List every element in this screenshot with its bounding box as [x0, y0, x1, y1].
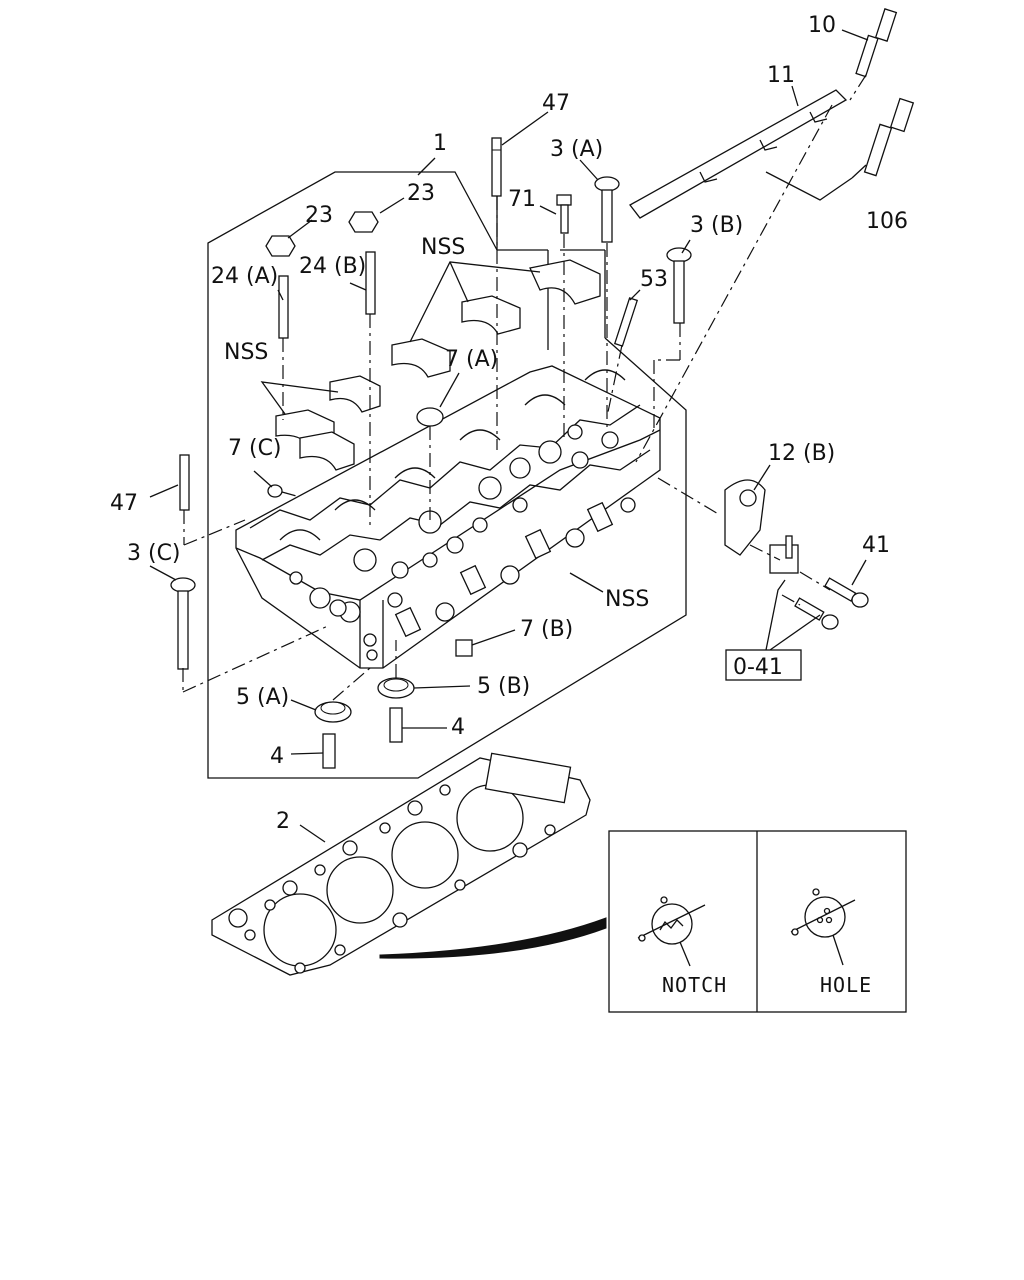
bracket-assembly [724, 479, 869, 630]
callout-1: 1 [433, 131, 447, 156]
gasket-identification-inset: NOTCH HOLE [608, 830, 907, 1013]
callout-7c: 7 (C) [228, 436, 282, 461]
callout-4-right: 4 [451, 715, 465, 740]
cylinder-head-block [235, 365, 661, 669]
reference-box-label: 0-41 [733, 655, 783, 680]
callout-labels: 10 11 47 3 (A) 1 23 23 71 106 3 (B) NSS … [110, 13, 908, 834]
callout-7a: 7 (A) [445, 347, 498, 372]
callout-23-right: 23 [407, 181, 435, 206]
callout-24a: 24 (A) [211, 264, 278, 289]
callout-nss-right: NSS [605, 587, 649, 612]
inset-hole-label: HOLE [820, 973, 872, 997]
callout-3b: 3 (B) [690, 213, 743, 238]
callout-71: 71 [508, 187, 536, 212]
assembly-center-lines [182, 74, 867, 701]
callout-106: 106 [866, 209, 908, 234]
callout-24b: 24 (B) [299, 254, 366, 279]
callout-leader-lines [149, 29, 869, 843]
callout-11: 11 [767, 63, 795, 88]
assembly-boundary-outline [207, 171, 687, 779]
camshaft-bearing-caps [275, 259, 601, 471]
callout-47-left: 47 [110, 491, 138, 516]
head-gasket [211, 752, 591, 976]
callout-3c: 3 (C) [127, 541, 181, 566]
callout-12b: 12 (B) [768, 441, 835, 466]
callout-nss-top: NSS [421, 235, 465, 260]
callout-41: 41 [862, 533, 890, 558]
inset-pointer-arrow [379, 917, 607, 959]
callout-47-top: 47 [542, 91, 570, 116]
callout-2: 2 [276, 809, 290, 834]
studs-and-bolts [170, 137, 692, 769]
callout-53: 53 [640, 267, 668, 292]
reference-box-frame [725, 649, 802, 681]
callout-5b: 5 (B) [477, 674, 530, 699]
inset-notch-label: NOTCH [662, 973, 727, 997]
glow-plug-and-connector [629, 8, 915, 219]
callout-7b: 7 (B) [520, 617, 573, 642]
callout-nss-left: NSS [224, 340, 268, 365]
callout-5a: 5 (A) [236, 685, 289, 710]
callout-3a: 3 (A) [550, 137, 603, 162]
callout-23-left: 23 [305, 203, 333, 228]
callout-4-left: 4 [270, 744, 284, 769]
callout-10: 10 [808, 13, 836, 38]
